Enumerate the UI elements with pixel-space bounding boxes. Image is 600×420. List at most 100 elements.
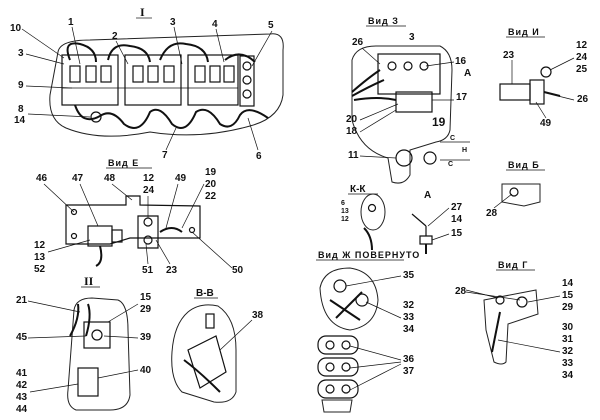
callout-7: 7 [162, 150, 168, 161]
callout-9: 9 [18, 80, 24, 91]
stud [205, 313, 215, 329]
callout-10: 10 [10, 23, 22, 34]
callout-50: 50 [232, 265, 244, 276]
callout-5: 5 [268, 20, 274, 31]
callout-12a: 12 [143, 173, 155, 184]
section-ii: II 21 15 29 45 39 40 41 42 43 44 [16, 274, 152, 415]
callout-8: 8 [18, 104, 24, 115]
relay-23 [499, 83, 531, 101]
leader-lines [21, 26, 273, 151]
callout-40: 40 [140, 365, 152, 376]
callout-19: 19 [205, 167, 217, 178]
view-z-outline [351, 45, 453, 184]
block-40 [77, 367, 99, 397]
callout-41: 41 [16, 368, 28, 379]
callout-49: 49 [175, 173, 187, 184]
callout-15: 15 [451, 228, 463, 239]
view-zh-leaders [345, 275, 402, 391]
callout-26: 26 [352, 37, 364, 48]
callout-33: 33 [403, 312, 415, 323]
section-kk-title: К-К [350, 184, 366, 195]
relay-17 [395, 91, 433, 113]
callout-23: 23 [503, 50, 515, 61]
view-z: Вид З 3 26 16 A 17 20 18 19 11 C H C [346, 16, 471, 184]
lead-30 [491, 311, 501, 353]
section-bb-title: B-B [196, 288, 214, 299]
callout-2: 2 [112, 31, 118, 42]
section-bb: B-B 38 [171, 288, 264, 403]
screw-24 [540, 66, 552, 78]
section-ii-leaders [27, 300, 139, 393]
view-zh: Вид Ж ПОВЕРНУТО 35 32 33 34 36 37 [316, 250, 419, 413]
callout-29: 29 [562, 302, 574, 313]
callout-43: 43 [16, 392, 28, 403]
callout-28: 28 [486, 208, 498, 219]
kk-lead [363, 227, 373, 251]
terminal-strip [239, 55, 255, 107]
detail-a: A 27 14 15 [411, 190, 463, 254]
callout-32: 32 [403, 300, 415, 311]
callout-46: 46 [36, 173, 48, 184]
callout-47: 47 [72, 173, 84, 184]
callout-31: 31 [562, 334, 574, 345]
callout-C2: C [448, 161, 453, 168]
relay-cap [529, 79, 545, 105]
callout-30: 30 [562, 322, 574, 333]
view-z-title: Вид З [368, 16, 399, 26]
leader-28 [493, 193, 513, 209]
callout-28: 28 [455, 286, 467, 297]
view-b-part [501, 183, 541, 207]
callout-14: 14 [562, 278, 574, 289]
callout-34: 34 [562, 370, 574, 381]
detail-a-title: A [424, 190, 431, 201]
section-bb-outline [171, 304, 237, 403]
grommet [90, 111, 102, 123]
callout-34: 34 [403, 324, 415, 335]
callout-44: 44 [16, 404, 28, 415]
callout-27: 27 [451, 202, 463, 213]
callout-20: 20 [205, 179, 217, 190]
callout-6: 6 [256, 151, 262, 162]
leader-38 [219, 319, 253, 351]
callout-24: 24 [143, 185, 155, 196]
view-g-title: Вид Г [498, 260, 528, 270]
section-ii-title: II [84, 274, 94, 288]
callout-37: 37 [403, 366, 415, 377]
callout-12: 12 [576, 40, 588, 51]
callout-23: 23 [166, 265, 178, 276]
view-e: Вид Е 46 47 48 12 24 49 19 20 22 12 13 5… [34, 158, 244, 276]
relay-terminals [69, 65, 235, 83]
view-i-leaders [511, 57, 575, 119]
view-i-title: Вид И [508, 27, 540, 37]
callout-13: 13 [34, 252, 46, 263]
section-i: I 10 1 2 3 4 5 3 9 8 14 7 6 [10, 5, 284, 162]
callout-36: 36 [403, 354, 415, 365]
cable-lead [95, 245, 103, 267]
mount-48 [137, 215, 159, 249]
callout-22: 22 [205, 191, 217, 202]
contact-arms [329, 291, 363, 321]
stud-26 [543, 91, 561, 97]
cable-bb [183, 359, 221, 393]
wire-harness [66, 42, 269, 129]
screw-14 [516, 296, 528, 308]
view-g-bracket [483, 289, 539, 365]
callout-52: 52 [34, 264, 46, 275]
cable-bundle [351, 69, 397, 101]
detail-a-leaders [427, 207, 450, 241]
callout-26: 26 [577, 94, 589, 105]
callout-A: A [464, 68, 471, 79]
terminal-board [377, 53, 441, 95]
callout-C1: C [450, 135, 455, 142]
view-g: Вид Г 14 15 29 28 30 31 32 33 34 [455, 260, 574, 381]
view-b: Вид Б 28 [486, 160, 545, 219]
pivot [333, 279, 347, 293]
relay-block-3 [187, 54, 239, 106]
relay-47 [87, 225, 113, 247]
callout-14: 14 [14, 115, 26, 126]
rivet-28 [509, 187, 519, 197]
callout-13: 13 [341, 208, 349, 215]
callout-H: H [462, 147, 467, 154]
callout-18: 18 [346, 126, 358, 137]
